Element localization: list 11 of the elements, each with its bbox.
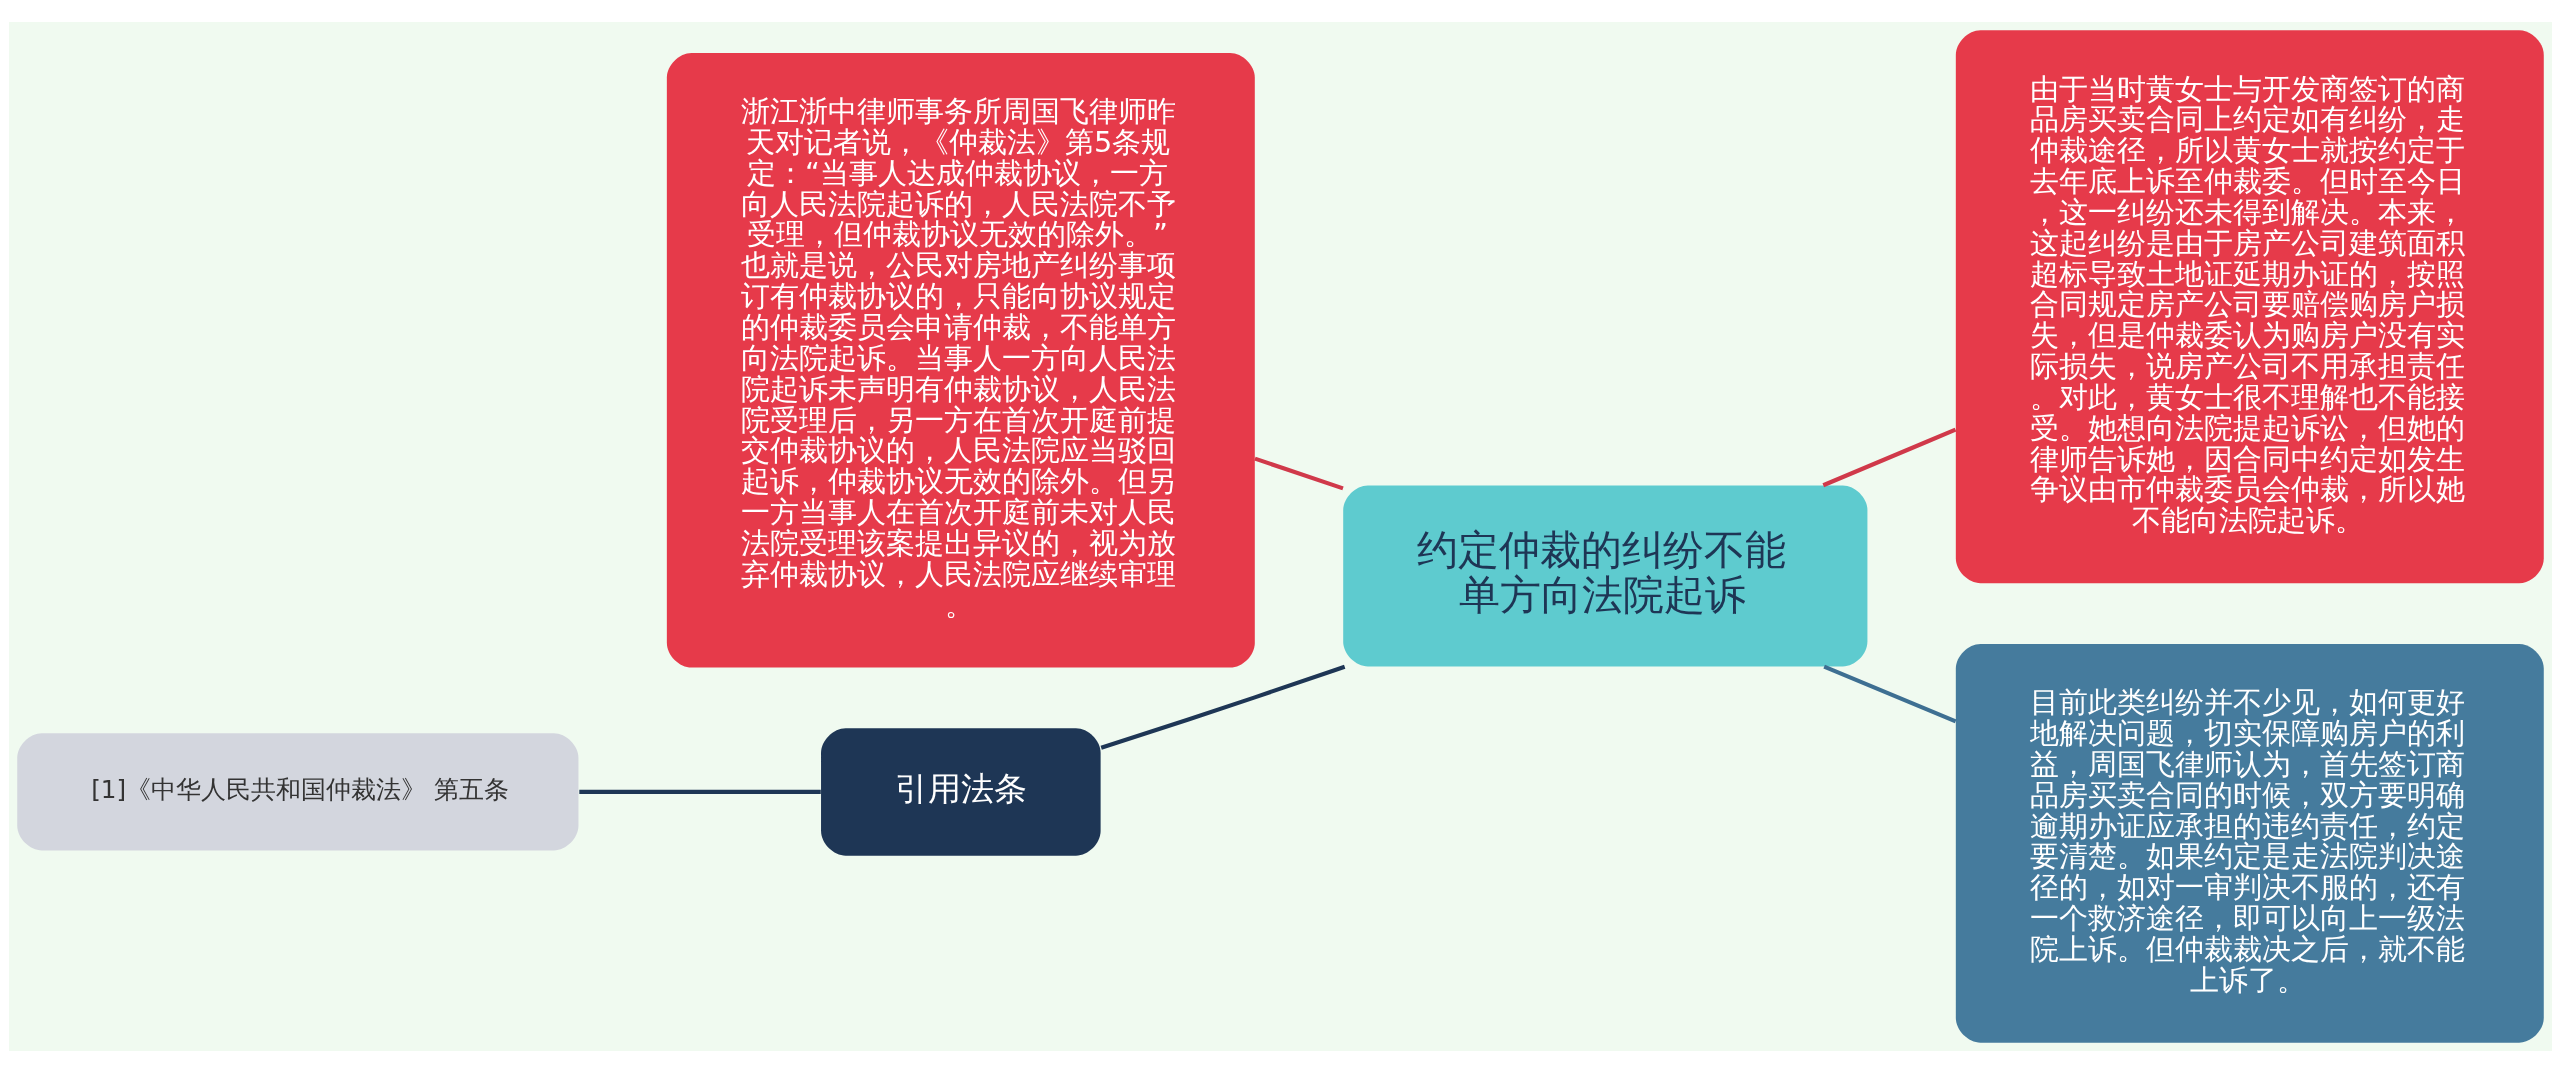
connector [1822,664,1956,724]
connector [578,789,821,794]
node-box: 引用法条 [820,728,1101,856]
node-box: 约定仲裁的纠纷不能单方向法院起诉 [1342,485,1867,667]
connector [1100,664,1345,750]
connector [1822,427,1956,488]
connector [1253,456,1344,491]
node-box: 目前此类纠纷并不少见，如何更好地解决问题，切实保障购房户的利益，周国飞律师认为，首先签订商品房买卖合同的时候，双方要明确逾期办证应承担的违约责任，约定要清楚。如果约定是走法院判决途径的，如对一审判决不服的，还有一个救济途径，即可以向上一级法院上诉。但仲裁裁决之后，就不能上诉了。 [1955,643,2544,1043]
node-box: 由于当时黄女士与开发商签订的商品房买卖合同上约定如有纠纷，走仲裁途径，所以黄女士就按约定于去年底上诉至仲裁委。但时至今日，这一纠纷还未得到解决。本来，这起纠纷是由于房产公司建筑面积超标导致土地证延期办证的，按照合同规定房产公司要赔偿购房户损失，但是仲裁委认为购房户没有实际损失，说房产公司不用承担责任。对此，黄女士很不理解也不能接受。她想向法院提起诉讼，但她的律师告诉她，因合同中约定如发生争议由市仲裁委员会仲裁，所以她不能向法院起诉。 [1955,30,2544,584]
node-box: 浙江浙中律师事务所周国飞律师昨天对记者说，《仲裁法》第5条规定：“当事人达成仲裁协议，一方向人民法院起诉的，人民法院不予受理，但仲裁协议无效的除外。”也就是说，公民对房地产纠纷事项订有仲裁协议的，只能向协议规定的仲裁委员会申请仲裁，不能单方向法院起诉。当事人一方向人民法院起诉未声明有仲裁协议，人民法院受理后，另一方在首次开庭前提交仲裁协议的，人民法院应当驳回起诉，仲裁协议无效的除外。但另一方当事人在首次开庭前未对人民法院受理该案提出异议的，视为放弃仲裁协议，人民法院应继续审理。 [666,52,1255,668]
node-box: [1]《中华人民共和国仲裁法》 第五条 [16,733,578,851]
